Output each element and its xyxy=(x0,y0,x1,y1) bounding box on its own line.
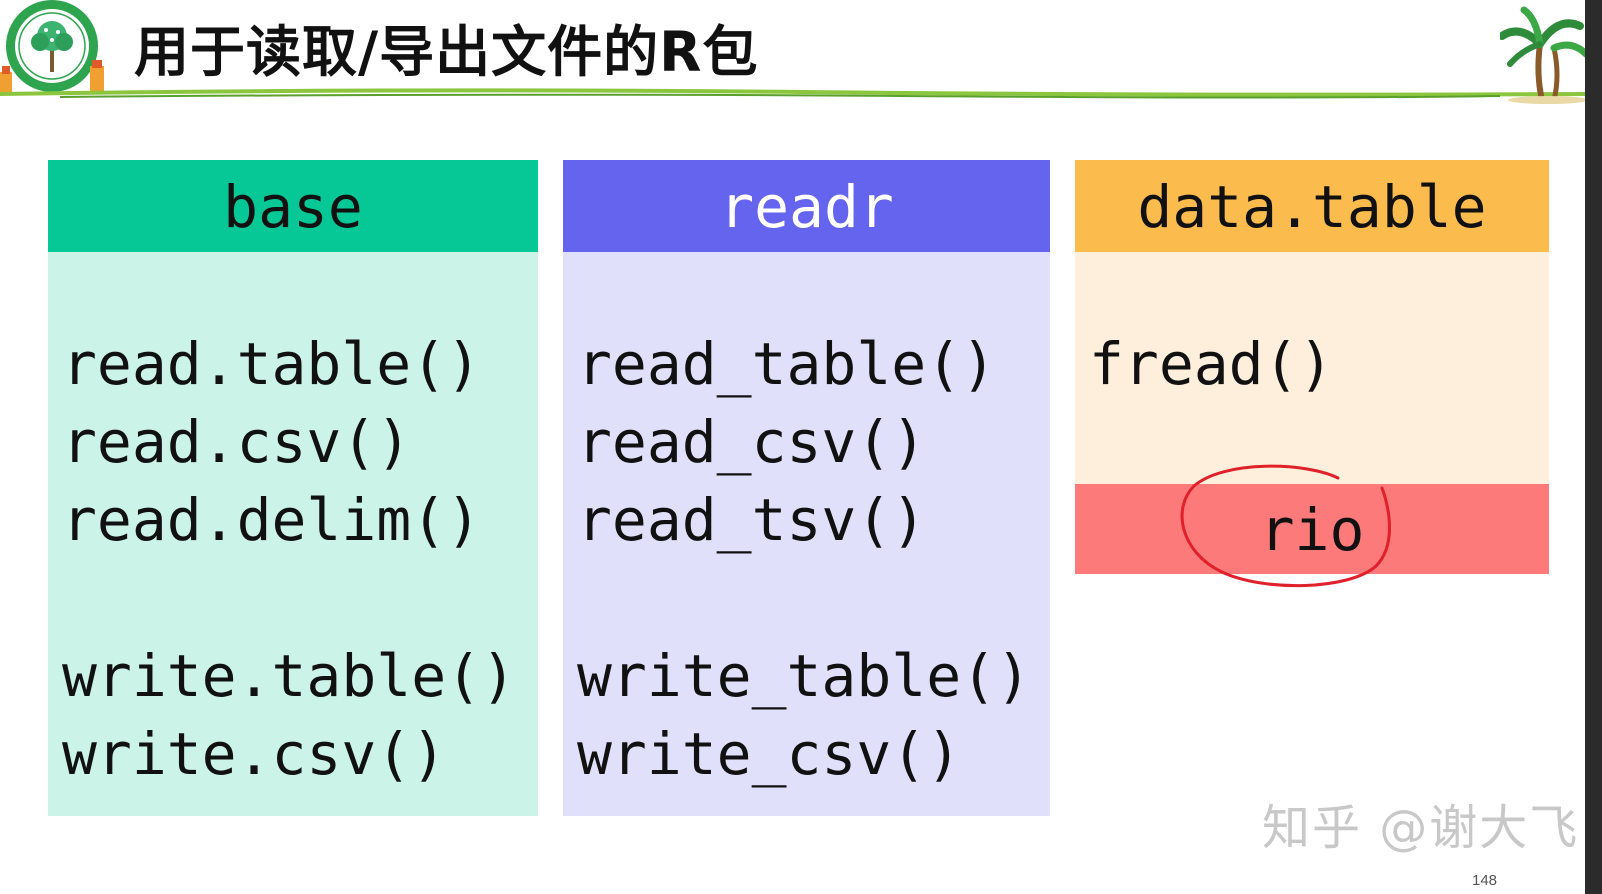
tree-logo-icon xyxy=(0,0,104,92)
function-write-table: write_table() xyxy=(577,642,1031,710)
column-header-data-table: data.table xyxy=(1075,160,1549,252)
slide-title: 用于读取/导出文件的R包 xyxy=(134,20,759,84)
column-header-base: base xyxy=(48,160,538,252)
function-read-csv: read.csv() xyxy=(62,408,412,476)
function-write-csv: write.csv() xyxy=(62,720,447,788)
function-write-csv: write_csv() xyxy=(577,720,962,788)
credit-watermark: 知乎 @谢大飞 xyxy=(1262,800,1580,856)
function-read-table: read.table() xyxy=(62,330,482,398)
page-number: 148 xyxy=(1472,872,1498,889)
column-body-base: read.table() read.csv() read.delim() wri… xyxy=(48,252,538,816)
function-write-table: write.table() xyxy=(62,642,516,710)
function-fread: fread() xyxy=(1089,330,1334,398)
column-body-data-table: fread() xyxy=(1075,252,1549,484)
right-edge-strip xyxy=(1585,0,1602,894)
title-rule xyxy=(0,88,1585,99)
function-read-csv: read_csv() xyxy=(577,408,927,476)
column-body-readr: read_table() read_csv() read_tsv() write… xyxy=(563,252,1050,816)
function-read-tsv: read_tsv() xyxy=(577,486,927,554)
column-header-readr: readr xyxy=(563,160,1050,252)
rio-package-box: rio xyxy=(1075,484,1549,574)
function-read-table: read_table() xyxy=(577,330,997,398)
function-read-delim: read.delim() xyxy=(62,486,482,554)
palm-tree-icon xyxy=(1500,6,1585,104)
